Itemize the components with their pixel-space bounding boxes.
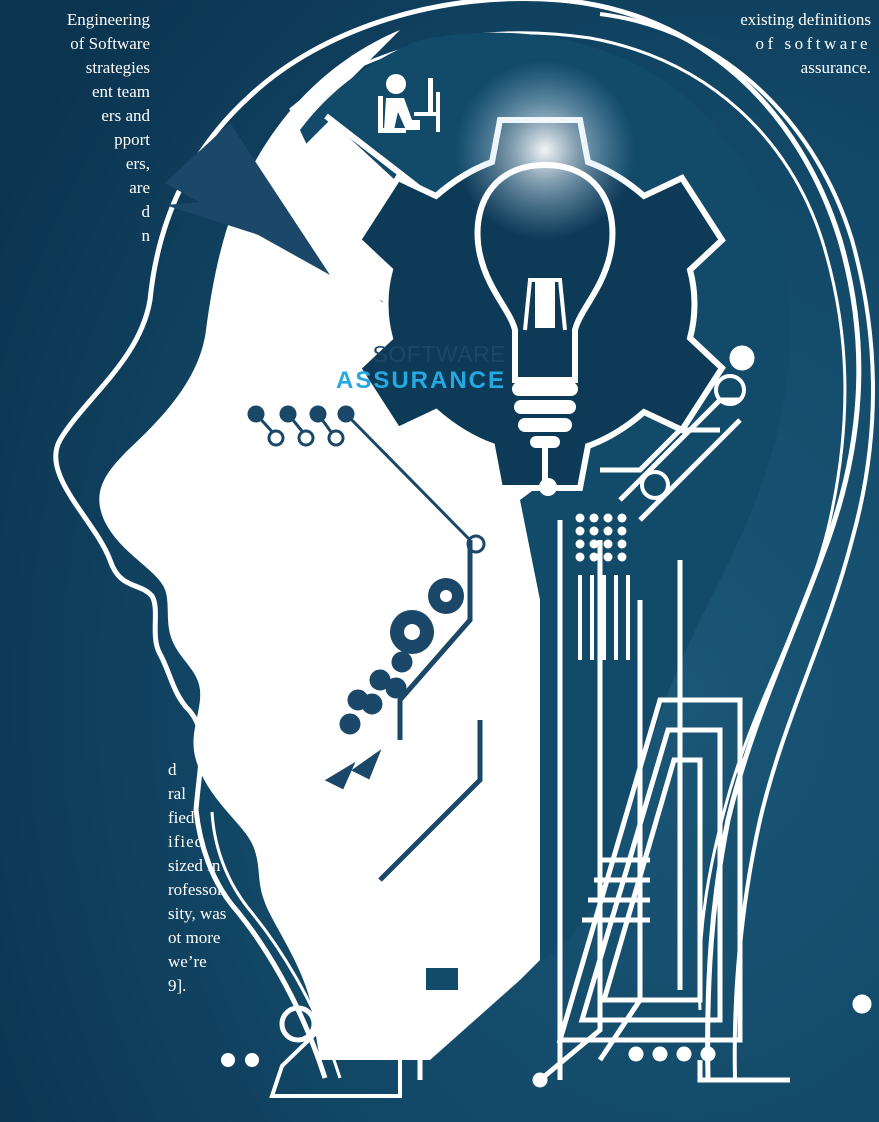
text-line: rofessor	[168, 880, 223, 899]
circuit-dots-bottom	[532, 994, 872, 1088]
text-line: ent team	[91, 82, 150, 101]
text-line: d	[141, 202, 151, 221]
text-line: pport	[114, 130, 150, 149]
left-text-lower: d ral fied ified sized in rofessor sity,…	[0, 758, 226, 998]
grid-dot	[589, 513, 599, 523]
text-line: strategies	[85, 58, 150, 77]
text-line: ified	[168, 832, 205, 851]
computer-icon	[420, 962, 464, 1008]
grid-dot	[575, 539, 585, 549]
grid-dot	[603, 513, 613, 523]
grid-dot	[575, 552, 585, 562]
text-line: existing definitions	[740, 10, 871, 29]
text-line: sity, was	[168, 904, 227, 923]
head-silhouette	[99, 30, 560, 1060]
lightbulb-icon	[474, 161, 616, 496]
person-at-desk-icon	[378, 74, 440, 133]
text-line: d	[168, 760, 177, 779]
grid-dot	[603, 526, 613, 536]
grid-dot	[603, 552, 613, 562]
grid-dot	[617, 526, 627, 536]
grid-dot	[617, 539, 627, 549]
grid-dot	[575, 513, 585, 523]
text-line: n	[141, 226, 151, 245]
grid-dot	[603, 539, 613, 549]
text-line: of Software	[70, 34, 150, 53]
text-line: we’re	[168, 952, 207, 971]
grid-dot	[617, 513, 627, 523]
text-line: ot more	[168, 928, 221, 947]
text-line: of software	[755, 34, 871, 53]
logo-line-assurance: ASSURANCE	[335, 367, 506, 394]
left-text-upper: Engineering of Software strategies ent t…	[0, 8, 150, 248]
gear-icon	[390, 578, 464, 654]
text-line: assurance.	[800, 58, 871, 77]
text-line: fied	[168, 808, 195, 827]
grid-dot	[589, 552, 599, 562]
logo-line-software: SOFTWARE	[372, 341, 506, 367]
text-line: sized in	[168, 856, 221, 875]
grid-dot	[589, 539, 599, 549]
text-line: ers and	[101, 106, 150, 125]
grid-dot	[575, 526, 585, 536]
triangle-maze	[556, 697, 743, 1043]
text-line: ral	[168, 784, 186, 803]
grid-dot	[589, 526, 599, 536]
text-line: are	[129, 178, 150, 197]
text-line: Engineering	[66, 10, 150, 29]
right-text: existing definitions of software assuran…	[740, 8, 871, 80]
grid-dot	[617, 552, 627, 562]
dot-grid	[575, 513, 630, 660]
text-line: 9].	[168, 976, 187, 995]
text-line: ers,	[125, 154, 150, 173]
